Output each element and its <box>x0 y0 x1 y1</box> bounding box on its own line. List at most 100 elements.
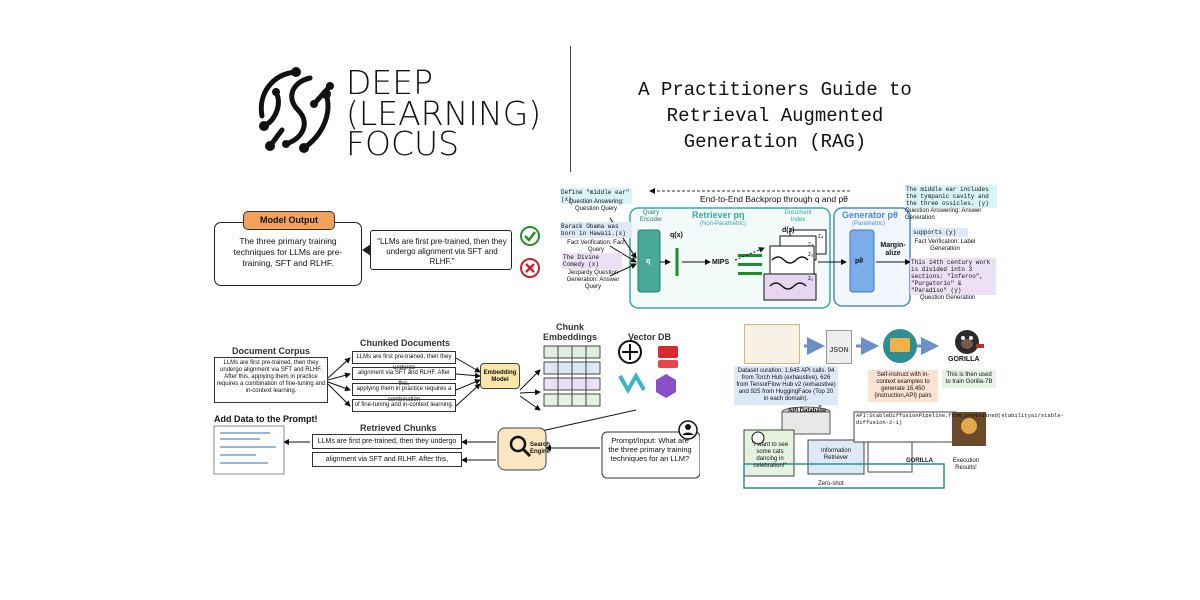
zero-shot-label: Zero-shot <box>818 481 844 487</box>
query-2: Barack Obama was born in Hawaii.(x) <box>560 222 632 238</box>
header-divider <box>570 46 571 172</box>
retriever-label: Retriever pη <box>692 210 745 220</box>
user-icon <box>751 431 765 445</box>
z2-label: z₂ <box>808 252 814 258</box>
api-database-label: API Database <box>788 408 827 414</box>
answer-1-caption: Question Answering: Answer Generation <box>905 208 982 221</box>
arrow-in-2 <box>609 263 637 277</box>
document-corpus-text: LLMs are first pre-trained, then they un… <box>216 360 326 394</box>
dataset-curation-text: Dataset curation: 1,645 API calls. 94 fr… <box>734 366 838 405</box>
brand-line-3: FOCUS <box>346 124 460 163</box>
doc-vector-3 <box>738 272 762 275</box>
gorilla-label: GORILLA <box>948 356 980 363</box>
answer-3: This 14th century work is divided into 3… <box>910 258 996 295</box>
search-engine-label: Search Engine <box>530 442 551 455</box>
title-line-1: A Practitioners Guide to <box>638 79 912 101</box>
user-request-text: "I want to see some cats dancing in cele… <box>751 442 789 469</box>
user-icon-body <box>682 432 694 435</box>
doc-squiggle-1 <box>771 256 809 264</box>
generator-label: Generator pθ <box>842 210 898 220</box>
answer-2: supports (y) <box>912 228 968 237</box>
pipeline-diagram <box>213 340 700 479</box>
retrieved-chunk-2: alignment via SFT and RLHF. After this, <box>312 452 462 467</box>
retrieved-chunk-1: LLMs are first pre-trained, then they un… <box>312 434 462 449</box>
deep-learning-focus-logo-icon <box>258 67 334 153</box>
chunk-4: of fine-tuning and in-context learning. <box>352 399 456 412</box>
cross-icon <box>520 258 540 278</box>
doc-card-4 <box>763 273 817 301</box>
page-title: A Practitioners Guide to Retrieval Augme… <box>600 77 950 155</box>
api-database-body <box>781 411 831 435</box>
chunk-1: LLMs are first pre-trained, then they un… <box>352 351 456 371</box>
mips-label: MIPS <box>712 259 730 266</box>
train-gorilla-text: This is then used to train Gorilla-7B <box>942 370 996 388</box>
parametric-label: (Parametric) <box>852 221 886 227</box>
chunked-documents-title: Chunked Documents <box>360 338 451 348</box>
embedding-model-box: Embedding Model <box>480 363 520 389</box>
title-line-2: Retrieval Augmented <box>666 105 884 127</box>
prompt-box <box>601 431 700 479</box>
quote-text: “LLMs are first pre-trained, then they u… <box>377 237 507 266</box>
retriever-label: Information Retriever <box>820 448 851 461</box>
execution-results-label: Execution Results! <box>952 458 980 471</box>
quote-bubble-pointer <box>362 244 371 256</box>
vector-db-logos-icon <box>618 340 678 398</box>
doc-squiggle-2 <box>769 282 807 290</box>
document-corpus-title: Document Corpus <box>232 346 311 356</box>
json-file-icon: JSON <box>826 330 852 364</box>
answer-3-caption: Question Generation <box>920 295 976 301</box>
doc-vector-1 <box>738 254 762 257</box>
retriever-box <box>807 439 865 475</box>
arrow-in-1 <box>609 245 637 263</box>
answer-2-caption: Fact Verification: Label Generation <box>914 239 976 252</box>
doc-vector-2 <box>738 263 762 266</box>
document-index-label: Document Index <box>784 210 812 223</box>
non-parametric-label: (Non-Parametric) <box>700 221 747 227</box>
search-icon <box>509 435 527 453</box>
answer-1: The middle ear includes the tympanic cav… <box>905 185 997 208</box>
query-1-caption: Question Answering: Question Query <box>568 199 624 212</box>
embedding-grids <box>543 345 601 407</box>
api-call-text: API:StableDiffusionPipeline.from_pretrai… <box>856 412 1064 426</box>
vector-db-title: Vector DB <box>628 332 672 342</box>
model-output-header: Model Output <box>243 211 335 230</box>
retrieved-chunks-title: Retrieved Chunks <box>360 423 437 433</box>
query-3: The Divine Comedy (x) <box>562 253 622 269</box>
add-data-title: Add Data to the Prompt! <box>214 414 318 424</box>
title-line-3: Generation (RAG) <box>683 131 867 153</box>
prompt-card <box>867 437 913 473</box>
doc-card-3 <box>769 245 815 277</box>
search-icon-handle <box>521 447 532 458</box>
query-encoder-label: Query Encoder <box>639 210 663 223</box>
generator-block <box>849 229 875 293</box>
marginalize-label: Margin-alize <box>880 242 906 257</box>
brand-line-2: (LEARNING) <box>346 94 542 133</box>
backprop-label: End-to-End Backprop through q and pθ <box>700 194 848 204</box>
check-icon <box>520 226 540 246</box>
model-output-text: The three primary training techniques fo… <box>233 236 343 268</box>
z1-label: z₁ <box>808 276 814 282</box>
execution-result-cat <box>961 418 977 434</box>
chunk-2: alignment via SFT and RLHF. After this, <box>352 367 456 387</box>
dz-label: d(z) <box>782 227 795 234</box>
zero-shot-frame <box>743 463 945 489</box>
qx-label: q(x) <box>670 232 683 239</box>
document-corpus-box <box>214 357 328 403</box>
q-label: q <box>646 258 651 265</box>
rag-architecture-diagram <box>609 188 911 309</box>
query-encoder-block <box>637 229 661 293</box>
user-icon-head <box>685 424 691 430</box>
gorilla-label-2: GORILLA <box>906 458 933 464</box>
query-2-caption: Fact Verification: Fact Query <box>567 240 625 253</box>
gorilla-flow <box>743 329 986 489</box>
api-call-box <box>853 411 957 443</box>
gorilla-icon <box>955 330 984 354</box>
z4-label: z₄ <box>818 234 824 240</box>
brand-line-1: DEEP <box>346 63 434 102</box>
query-1: Define "middle ear"(x) <box>560 188 632 204</box>
prompt-preview-lines <box>220 432 276 464</box>
prompt-text: Prompt/Input: What are the three primary… <box>608 436 692 463</box>
chunk-embeddings-title: Chunk Embeddings <box>542 322 597 342</box>
p-theta-label: pθ <box>855 258 864 265</box>
arrow-mips-doc <box>734 247 765 261</box>
